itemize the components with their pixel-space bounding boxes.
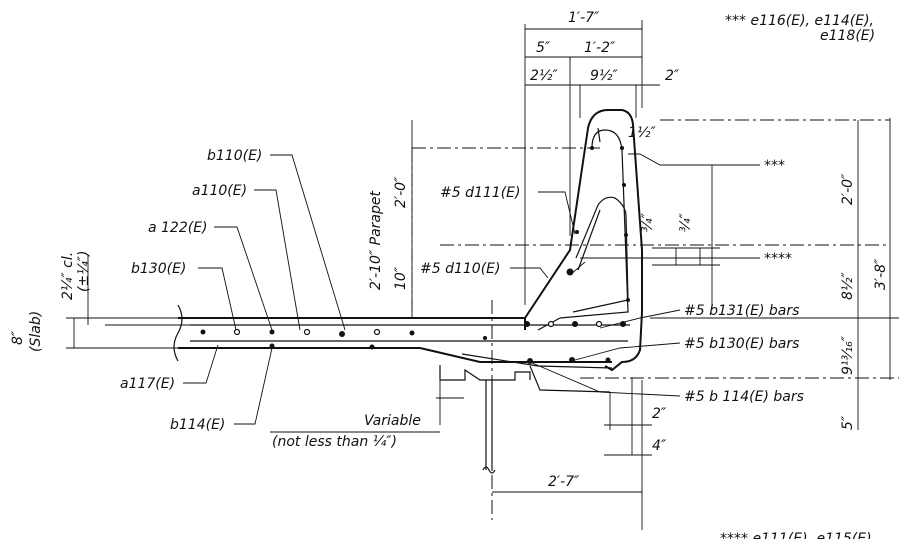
- dim-2-0-left: 2′-0″: [393, 176, 409, 208]
- note-stars-4: **** e111(E), e115(E): [720, 531, 872, 539]
- label-b131-bars: #5 b131(E) bars: [684, 303, 799, 319]
- dim-9-13-16: 9¹³⁄₁₆″: [840, 335, 856, 375]
- label-stars-3: ***: [764, 158, 785, 174]
- dim-5-bottom: 5″: [840, 415, 856, 430]
- dim-8-slab: 8″: [10, 330, 26, 345]
- deck-slab: [173, 304, 612, 363]
- rebar-dots: [200, 146, 630, 364]
- leader-lines: [183, 153, 760, 433]
- label-variable: Variable: [364, 413, 421, 429]
- label-a117: a117(E): [120, 376, 175, 392]
- dim-3-4-a: ¾″: [640, 212, 656, 232]
- parapet-height-label: 2′-10″ Parapet: [368, 191, 384, 290]
- dim-3-8: 3′-8″: [873, 258, 889, 290]
- note-stars-3-cont: e118(E): [820, 28, 875, 44]
- label-b114: b114(E): [170, 417, 225, 433]
- label-a110: a110(E): [192, 183, 247, 199]
- label-d111: #5 d111(E): [440, 185, 520, 201]
- dimension-lines: [73, 28, 891, 493]
- clear-cover: 2¼″ cl.: [60, 252, 76, 300]
- label-stars-4: ****: [764, 251, 792, 267]
- label-not-less-than: (not less than ¼″): [272, 434, 397, 450]
- label-d110: #5 d110(E): [420, 261, 500, 277]
- slab-label: (Slab): [28, 311, 44, 352]
- label-b110: b110(E): [207, 148, 262, 164]
- girder-top: [439, 365, 531, 474]
- clear-cover-tolerance: (±¼″): [76, 251, 92, 292]
- dim-9-half: 9½″: [590, 68, 618, 84]
- dim-4: 4″: [652, 438, 667, 454]
- dim-3-4-b: ¾″: [678, 212, 694, 232]
- dim-5: 5″: [536, 40, 551, 56]
- label-a122: a 122(E): [148, 220, 208, 236]
- label-b130-bars: #5 b130(E) bars: [684, 336, 799, 352]
- dim-2-bottom: 2″: [652, 406, 667, 422]
- label-b114-bars: #5 b 114(E) bars: [684, 389, 804, 405]
- dim-2-top: 2″: [665, 68, 680, 84]
- dim-1-7: 1′-7″: [568, 10, 600, 26]
- dim-2-half: 2½″: [530, 68, 558, 84]
- dim-1-half: 1½″: [628, 125, 656, 141]
- note-stars-3: *** e116(E), e114(E),: [725, 13, 874, 29]
- center-lines: [411, 119, 899, 520]
- dim-2-0-right: 2′-0″: [840, 173, 856, 205]
- dim-8-half: 8½″: [840, 272, 856, 300]
- slab-bars: [190, 324, 630, 393]
- label-b130: b130(E): [131, 261, 186, 277]
- dim-1-2: 1′-2″: [584, 40, 616, 56]
- dim-10: 10″: [393, 266, 409, 290]
- dim-2-7: 2′-7″: [548, 474, 580, 490]
